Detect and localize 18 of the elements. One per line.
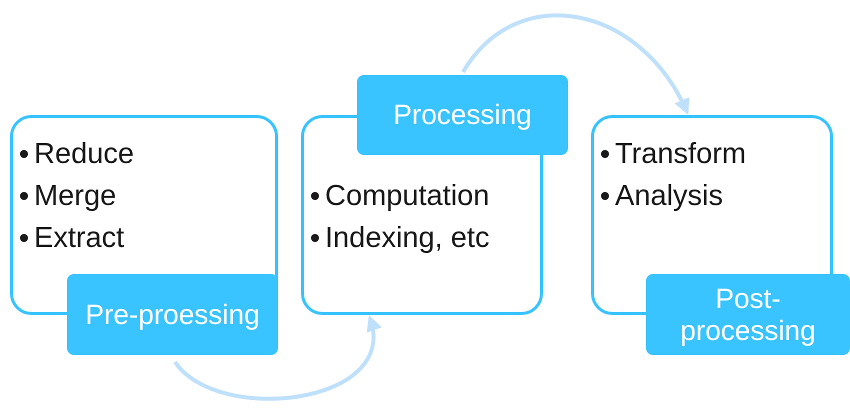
list-item: Merge [34,179,116,214]
stage-card [301,75,568,315]
stage-label-box [357,75,568,155]
list-item: Analysis [615,179,723,214]
stage-label: Processing [393,99,532,131]
stage-label: Pre-proessing [85,298,260,330]
list-item: Indexing, etc [325,221,490,256]
list-item: Reduce [34,137,134,172]
stage-card [10,115,278,355]
list-item: Transform [615,137,746,172]
stage-card [591,115,850,355]
curved-arrow [174,314,380,401]
stage-label-box [67,274,278,355]
list-item: Computation [325,179,490,214]
stage-label: Post-processing [679,282,817,346]
list-item: Extract [34,221,124,256]
stage-label-box [646,274,850,355]
curved-arrow [461,13,689,115]
